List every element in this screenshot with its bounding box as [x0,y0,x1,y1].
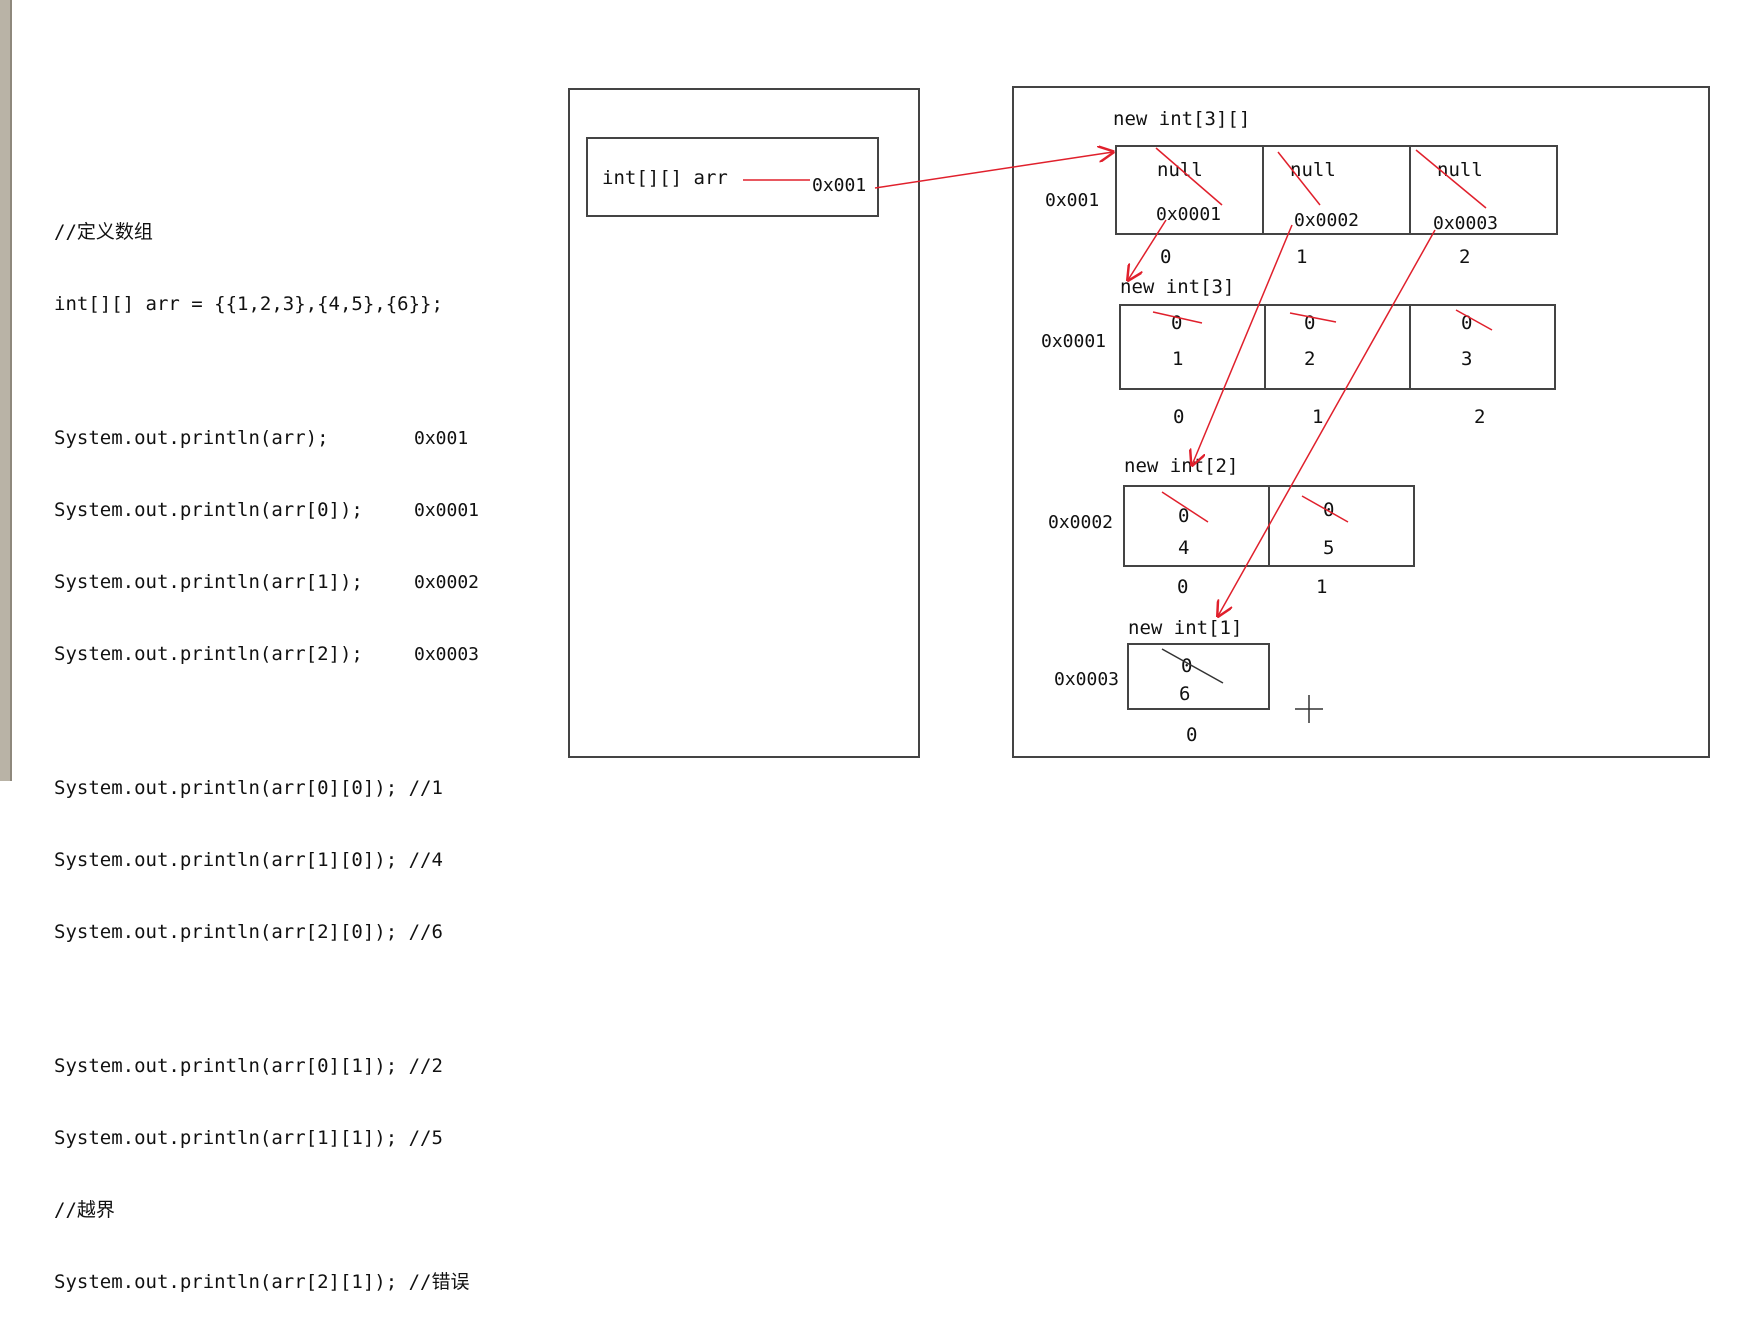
stack-variable-label: int[][] arr [602,167,728,189]
cell-value: 2 [1304,348,1316,370]
code-print-01: System.out.println(arr[0][1]); //2 [54,1055,443,1077]
code-print-21: System.out.println(arr[2][1]); //错误 [54,1271,470,1293]
outer-array-address: 0x001 [1045,190,1100,211]
outer-array-cell: null 0x0003 [1411,147,1556,234]
code-comment-define: //定义数组 [54,221,153,243]
cell-value: 6 [1179,683,1191,705]
outer-array-cell: null 0x0002 [1264,147,1411,233]
code-output: 0x001 [414,428,469,449]
cell-old-value: 0 [1178,505,1190,527]
cell-old-value: 0 [1171,312,1183,334]
outer-index: 2 [1459,246,1471,268]
inner2-array-cell: 0 6 [1129,645,1268,708]
left-window-edge [0,0,12,781]
cell-value: 0x0003 [1433,213,1499,234]
inner0-index: 2 [1474,406,1486,428]
inner1-index: 0 [1177,576,1189,598]
code-print-arr0: System.out.println(arr[0]); 0x0001 [54,498,479,522]
stack-frame [568,88,920,758]
cell-old-value: 0 [1323,499,1335,521]
outer-array-title: new int[3][] [1113,108,1251,130]
cell-value: 0x0001 [1156,204,1222,225]
code-comment-oob: //越界 [54,1199,115,1221]
code-print-11: System.out.println(arr[1][1]); //5 [54,1127,443,1149]
code-declaration: int[][] arr = {{1,2,3},{4,5},{6}}; [54,293,443,315]
cell-old-value: 0 [1181,655,1193,677]
inner0-array-address: 0x0001 [1041,331,1107,352]
cell-old-value: null [1290,159,1336,181]
inner2-array-address: 0x0003 [1054,669,1120,690]
inner0-index: 0 [1173,406,1185,428]
code-output: 0x0003 [414,644,480,665]
inner2-array-box: 0 6 [1127,643,1270,710]
inner0-array-cell: 0 3 [1411,306,1554,388]
cell-value: 1 [1172,348,1184,370]
inner0-array-cell: 0 2 [1266,306,1411,388]
code-print-arr: System.out.println(arr); 0x001 [54,426,479,450]
code-print-00: System.out.println(arr[0][0]); //1 [54,777,443,799]
code-output: 0x0001 [414,500,480,521]
cell-value: 5 [1323,537,1335,559]
cell-old-value: null [1437,159,1483,181]
inner0-array-box: 0 1 0 2 0 3 [1119,304,1556,390]
inner0-array-title: new int[3] [1120,276,1235,298]
cell-old-value: 0 [1461,312,1473,334]
inner0-array-cell: 0 1 [1121,306,1266,388]
inner1-array-cell: 0 5 [1270,487,1413,565]
cell-value: 0x0002 [1294,210,1360,231]
cell-value: 3 [1461,348,1473,370]
code-stmt: System.out.println(arr[0]); [54,499,363,521]
inner1-array-address: 0x0002 [1048,512,1114,533]
outer-array-cell: null 0x0001 [1117,147,1264,233]
cell-value: 4 [1178,537,1190,559]
code-stmt: System.out.println(arr[2]); [54,643,363,665]
code-stmt: System.out.println(arr[1]); [54,571,363,593]
code-print-10: System.out.println(arr[1][0]); //4 [54,849,443,871]
code-listing: //定义数组 int[][] arr = {{1,2,3},{4,5},{6}}… [54,172,479,1318]
inner1-array-cell: 0 4 [1125,487,1270,565]
inner2-index: 0 [1186,724,1198,746]
code-output: 0x0002 [414,572,480,593]
outer-index: 1 [1296,246,1308,268]
outer-index: 0 [1160,246,1172,268]
code-stmt: System.out.println(arr); [54,427,329,449]
stack-variable-box: int[][] arr 0x001 [586,137,879,217]
code-print-arr1: System.out.println(arr[1]); 0x0002 [54,570,479,594]
inner1-array-title: new int[2] [1124,455,1239,477]
code-print-arr2: System.out.println(arr[2]); 0x0003 [54,642,479,666]
code-print-20: System.out.println(arr[2][0]); //6 [54,921,443,943]
cell-old-value: 0 [1304,312,1316,334]
inner1-index: 1 [1316,576,1328,598]
outer-array-box: null 0x0001 null 0x0002 null 0x0003 [1115,145,1558,235]
inner2-array-title: new int[1] [1128,617,1243,639]
inner0-index: 1 [1312,406,1324,428]
inner1-array-box: 0 4 0 5 [1123,485,1415,567]
cell-old-value: null [1157,159,1203,181]
stack-variable-value: 0x001 [812,175,867,196]
